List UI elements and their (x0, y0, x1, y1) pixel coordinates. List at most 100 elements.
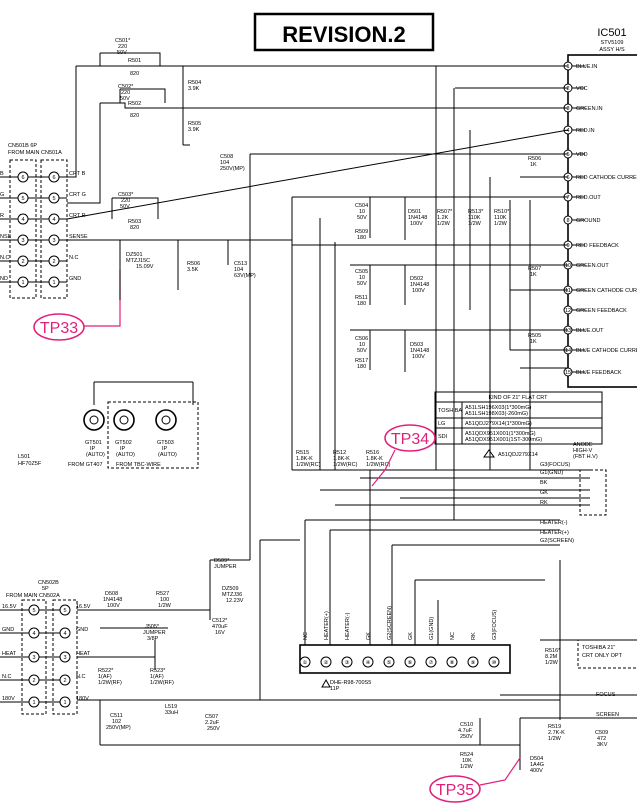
cn502-left-label: HEAT (2, 651, 17, 657)
revision-title: REVISION.2 (282, 22, 405, 47)
r517-label: R517 (355, 358, 368, 364)
l519-value: 33uH (165, 710, 178, 716)
tp33-marker (33, 313, 85, 341)
r503-label: R503 (128, 219, 141, 225)
cn501-left-label: R (0, 213, 4, 219)
socket-pin-number: ⑦ (429, 659, 434, 666)
r527-value: 100 (160, 597, 169, 603)
cn502-pin-num-right: 1 (63, 700, 66, 706)
d508-part: 1N4148 (103, 597, 122, 603)
r515-value: 1.8K-K (296, 456, 313, 462)
anode-label: ANODE (573, 442, 593, 448)
d504-part: 1A4G (530, 762, 544, 768)
crt-model-2: A51QDX951X001(1ST-300mG) (465, 437, 542, 443)
socket-pin-number: ⑤ (387, 659, 392, 666)
l501-label: L501 (18, 454, 30, 460)
crt-model-1: A51LSH196X03(1*300mG) (465, 405, 532, 411)
cn501-pin-num-right: 3 (52, 238, 55, 244)
warning-icon (483, 449, 495, 458)
r505-label: R505 (188, 121, 201, 127)
cn501-pin-num-left: 1 (21, 280, 24, 286)
socket-pin: ⑨RK (467, 632, 479, 668)
c506-label: C506 (355, 336, 368, 342)
r511-value: 180 (357, 301, 366, 307)
c501-label: C501* (115, 38, 131, 44)
crt-neck-label: G2(SCREEN) (540, 538, 574, 544)
socket-pin-number: ⑩ (492, 659, 497, 666)
toshiba-opt-box (577, 639, 637, 669)
gt502-auto: (AUTO) (116, 452, 135, 458)
gt502-ip: IP (120, 446, 126, 452)
r517-value: 180 (357, 364, 366, 370)
cn501-pin-num-right: 6 (52, 175, 55, 181)
cn502-pin-label: GND (76, 627, 88, 633)
crt-maker: SDI (438, 434, 448, 440)
cn501-pin-label: GND (69, 276, 81, 282)
c508-volt: 250V(MP) (220, 166, 245, 172)
dz501-part: MTZJ15C (126, 258, 150, 264)
ic-pin-number: 1 (566, 64, 569, 70)
c501-volt: 50V (117, 50, 127, 56)
c509-label: C509 (595, 730, 608, 736)
socket-pin: ⑤G2(SCREEN) (383, 606, 395, 668)
c512-label: C512* (212, 618, 228, 624)
ic-pin-number: 11 (565, 288, 571, 294)
dz509-part: MTZJ36 (222, 592, 242, 598)
r501-value: 820 (130, 71, 139, 77)
r512-label: R512 (333, 450, 346, 456)
cn501-pin-label: CRT B (69, 171, 86, 177)
c503-label: C503* (118, 192, 134, 198)
r523-label: R523* (150, 668, 166, 674)
r523-power: 1/2W(RF) (150, 680, 174, 686)
cn501-pin-num-left: 2 (21, 259, 24, 265)
cn501-pin-num-right: 4 (52, 217, 55, 223)
d502-label: D502 (410, 276, 423, 282)
cn501-pin-label: CRT R (69, 213, 86, 219)
crt-maker: TOSHIBA (438, 408, 462, 414)
socket-pin: ⑦G1(GND) (425, 617, 437, 668)
r501-label: R501 (128, 58, 141, 64)
ic-pin-label: RED FEEDBACK (576, 243, 619, 249)
cn501b-left-housing (9, 159, 37, 299)
r513-power: 1/2W (468, 221, 482, 227)
revision-box (253, 12, 435, 52)
cn502-pin-num-right: 4 (63, 631, 66, 637)
cn502-pin-label: 16.5V (76, 604, 91, 610)
ic-assy: ASSY H/S (599, 47, 625, 53)
d502-volt: 100V (412, 288, 425, 294)
r507-value: 1K (530, 272, 537, 278)
ic-pin-label: RED.OUT (576, 195, 601, 201)
c502-value: 220 (121, 90, 130, 96)
c512-value: 470uF (212, 624, 228, 630)
c506-value: 10 (359, 342, 365, 348)
tp35-marker (429, 775, 481, 803)
cn501-left-label: N.C (0, 255, 10, 261)
r516-value: 1.8K-K (366, 456, 383, 462)
r507b-label: R507* (437, 209, 453, 215)
ic-pin-number: 14 (565, 348, 571, 354)
cn502-pin-label: HEAT (76, 651, 91, 657)
tp35-label: TP35 (436, 782, 474, 799)
caution-icon (321, 678, 331, 688)
test-points: TP33 TP34 TP35 (33, 313, 521, 803)
ic-pin-label: GREEN CATHODE CURRENT (576, 288, 637, 294)
cn502b-name: CN502B (38, 580, 59, 586)
ic-pin-label: BLUE CATHODE CURRENT (576, 348, 637, 354)
ic-pin-number: 12 (565, 308, 571, 314)
socket-pin-label: GK (366, 632, 372, 640)
r505b-label: R505 (528, 333, 541, 339)
ic-name: IC501 (597, 27, 626, 39)
screen-label: SCREEN (596, 712, 619, 718)
j505-part: JUMPER (143, 630, 166, 636)
r505b-value: 1K (530, 339, 537, 345)
tp34-marker (384, 424, 436, 452)
